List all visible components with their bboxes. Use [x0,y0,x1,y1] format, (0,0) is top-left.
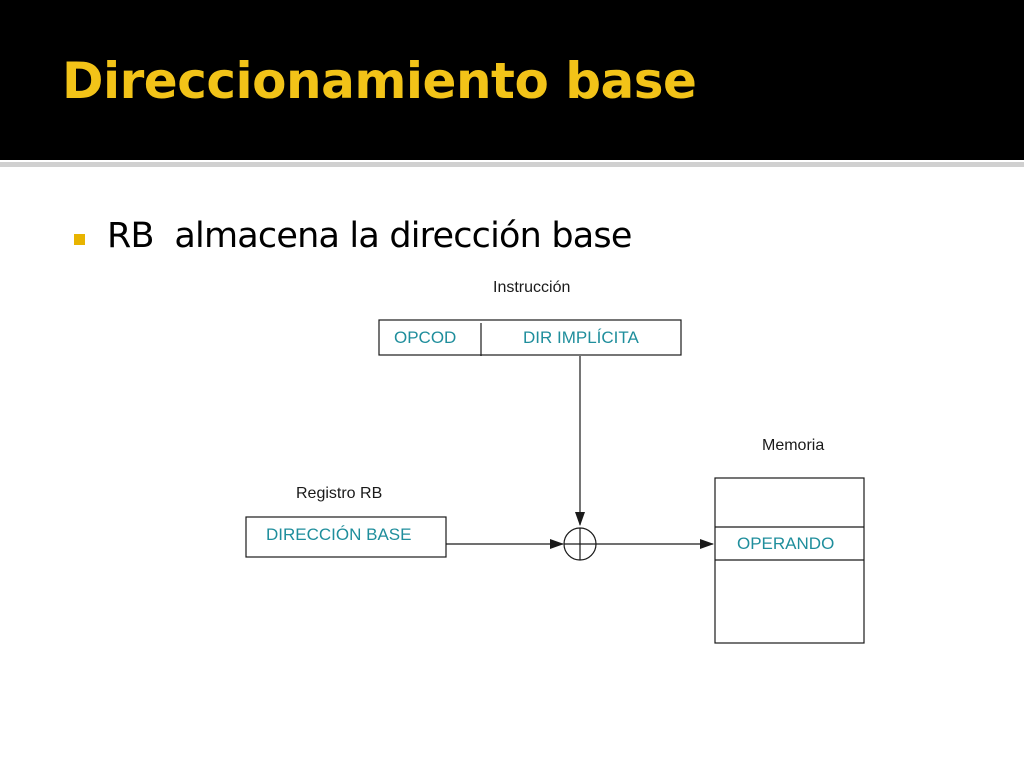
square-bullet-icon [74,234,85,245]
opcode-field: OPCOD [394,328,456,347]
title-divider [0,162,1024,167]
implicit-address-field: DIR IMPLÍCITA [523,328,640,347]
instruction-label: Instrucción [493,279,570,296]
adder-plus-icon [563,527,597,561]
base-address-field: DIRECCIÓN BASE [266,525,411,544]
title-bar [0,0,1024,160]
slide-title: Direccionamiento base [62,52,697,110]
memory-label: Memoria [762,437,824,454]
instruction-box [378,319,682,356]
register-box [245,516,447,558]
bullet-text: RB almacena la dirección base [107,216,632,256]
register-label: Registro RB [296,485,382,502]
operand-cell: OPERANDO [737,534,834,553]
